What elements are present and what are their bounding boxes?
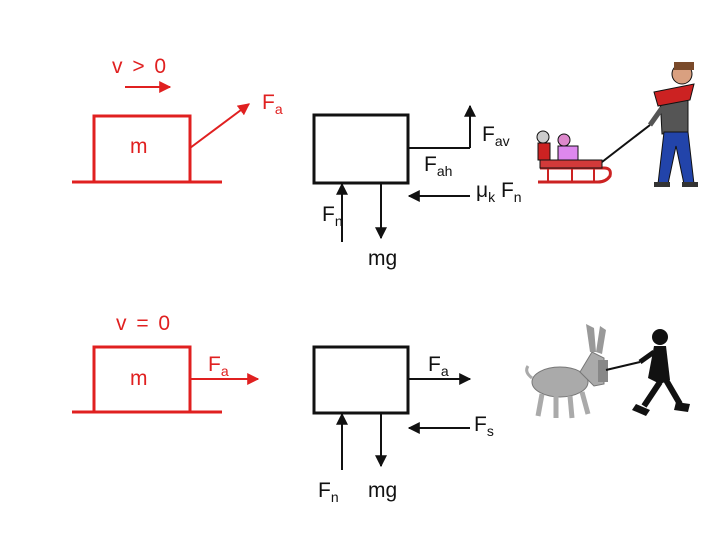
top-mass-block bbox=[92, 114, 192, 184]
top-vertical-component-label: Fav bbox=[482, 123, 510, 149]
top-friction-label: μk Fn bbox=[476, 179, 522, 205]
top-horizontal-component-label: Fah bbox=[424, 153, 453, 179]
top-mass-label: m bbox=[130, 135, 148, 158]
bottom-normal-label: Fn bbox=[318, 479, 339, 505]
top-normal-label: Fn bbox=[322, 203, 343, 229]
top-fbd-box bbox=[312, 113, 410, 185]
donkey-scene-illustration bbox=[525, 324, 690, 419]
top-applied-force-label: Fa bbox=[262, 91, 283, 117]
top-velocity-label: v > 0 bbox=[112, 55, 169, 78]
top-weight-label: mg bbox=[368, 247, 398, 270]
bottom-mass-label: m bbox=[130, 367, 148, 390]
bottom-applied-label: Fa bbox=[428, 353, 449, 379]
top-applied-force-arrow bbox=[189, 103, 250, 149]
bottom-weight-label: mg bbox=[368, 479, 398, 502]
bottom-fbd-box bbox=[312, 345, 410, 415]
bottom-applied-force-label: Fa bbox=[208, 353, 229, 379]
sled-scene-illustration bbox=[536, 62, 698, 187]
bottom-velocity-label: v = 0 bbox=[116, 312, 173, 335]
bottom-static-friction-label: Fs bbox=[474, 413, 494, 439]
